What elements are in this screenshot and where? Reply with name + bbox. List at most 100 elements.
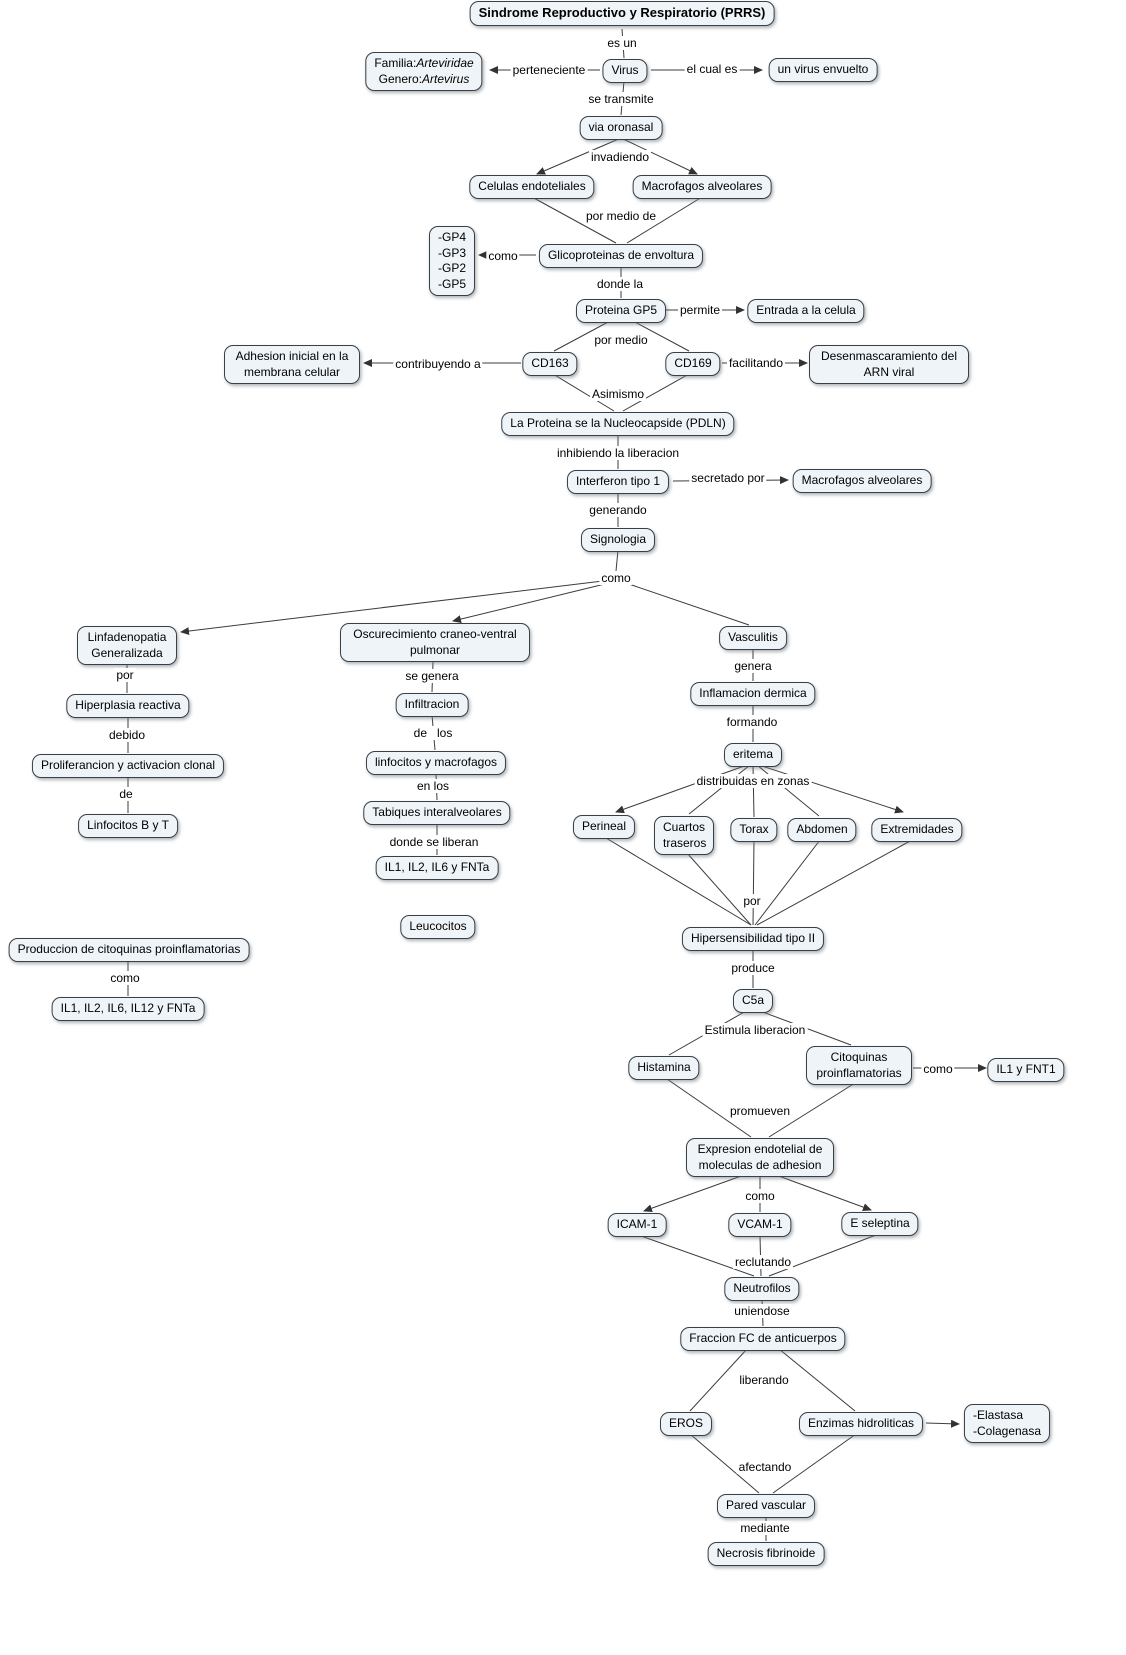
node-elastasa-colagenasa[interactable]: -Elastasa -Colagenasa — [963, 1404, 1051, 1444]
node-tabiques[interactable]: Tabiques interalveolares — [363, 801, 511, 825]
node-vcam1[interactable]: VCAM-1 — [728, 1213, 792, 1237]
node-necrosis[interactable]: Necrosis fibrinoide — [707, 1542, 825, 1566]
node-celulas-endoteliales[interactable]: Celulas endoteliales — [469, 175, 595, 199]
edge-label-se-transmite: se transmite — [586, 92, 656, 106]
node-desenmascaramiento[interactable]: Desenmascaramiento del ARN viral — [809, 345, 969, 385]
node-leucocitos[interactable]: Leucocitos — [400, 915, 476, 939]
node-proteina-gp5[interactable]: Proteina GP5 — [575, 299, 667, 323]
edge-label-de-los: de los — [411, 726, 455, 740]
node-linfocitos-macrofagos[interactable]: linfocitos y macrofagos — [365, 751, 507, 775]
node-produccion-citoquinas[interactable]: Produccion de citoquinas proinflamatoria… — [8, 938, 250, 962]
edge-label-el-cual-es: el cual es — [684, 62, 740, 76]
edge-fraccion-enzimas — [778, 1348, 856, 1412]
node-signologia[interactable]: Signologia — [580, 528, 656, 552]
edge-label-produce: produce — [729, 961, 777, 975]
node-pdln[interactable]: La Proteina se la Nucleocapside (PDLN) — [501, 412, 735, 436]
node-il1-fnt1[interactable]: IL1 y FNT1 — [987, 1058, 1065, 1082]
node-title-prrs[interactable]: Sindrome Reproductivo y Respiratorio (PR… — [469, 1, 775, 26]
node-perineal[interactable]: Perineal — [572, 815, 636, 839]
node-glicoproteinas-list[interactable]: -GP4 -GP3 -GP2 -GP5 — [428, 226, 476, 297]
edge-label-por-linf: por — [114, 668, 136, 682]
node-hipersensibilidad[interactable]: Hipersensibilidad tipo II — [681, 927, 825, 951]
edge-label-como-signos: como — [599, 571, 633, 585]
node-e-seleptina[interactable]: E seleptina — [841, 1212, 919, 1236]
edge-eritema-cuartos — [688, 764, 751, 815]
edge-expresion-eseleptina — [775, 1174, 872, 1211]
node-oscurecimiento[interactable]: Oscurecimiento craneo-ventral pulmonar — [340, 623, 530, 663]
node-infiltracion[interactable]: Infiltracion — [395, 693, 469, 717]
node-hiperplasia[interactable]: Hiperplasia reactiva — [66, 694, 190, 718]
node-linfadenopatia[interactable]: Linfadenopatia Generalizada — [77, 626, 177, 666]
node-inflamacion-dermica[interactable]: Inflamacion dermica — [690, 682, 816, 706]
node-pared-vascular[interactable]: Pared vascular — [716, 1494, 816, 1518]
edge-label-debido: debido — [106, 728, 148, 742]
edge-label-generando: generando — [587, 503, 649, 517]
node-fraccion-fc[interactable]: Fraccion FC de anticuerpos — [680, 1327, 846, 1351]
node-entrada-celula[interactable]: Entrada a la celula — [747, 299, 865, 323]
node-via-oronasal[interactable]: via oronasal — [579, 116, 663, 140]
node-interferon[interactable]: Interferon tipo 1 — [566, 470, 670, 494]
node-enzimas-hidroliticas[interactable]: Enzimas hidroliticas — [798, 1412, 924, 1436]
edge-celulas-glico — [531, 196, 617, 244]
edge-como-vasculitis — [622, 581, 750, 626]
edge-como-linfadenopatia — [180, 579, 612, 636]
node-proliferacion[interactable]: Proliferancion y activacion clonal — [31, 754, 225, 778]
edge-eritema-abdomen — [756, 764, 820, 817]
edge-label-facilitando: facilitando — [726, 356, 786, 370]
node-eros[interactable]: EROS — [659, 1412, 713, 1436]
edge-eros-pared — [689, 1433, 760, 1494]
node-expresion-endotelial[interactable]: Expresion endotelial de moleculas de adh… — [686, 1138, 834, 1178]
node-linfocitos-bt[interactable]: Linfocitos B y T — [78, 814, 178, 838]
node-macrofagos-alveolares-1[interactable]: Macrofagos alveolares — [632, 175, 772, 199]
genero-prefix: Genero: — [378, 71, 422, 86]
edge-label-estimula: Estimula liberacion — [702, 1023, 808, 1037]
edge-cd163-pdln — [552, 373, 615, 412]
node-familia-genero[interactable]: Familia:Arteviridae Genero:Artevirus — [365, 52, 483, 92]
edge-perineal-hipersensibilidad — [605, 837, 752, 926]
edge-label-genera: genera — [732, 659, 774, 673]
node-abdomen[interactable]: Abdomen — [787, 818, 857, 842]
node-glicoproteinas[interactable]: Glicoproteinas de envoltura — [538, 244, 704, 268]
edge-gp5-cd169 — [632, 320, 690, 352]
edge-enzimas-pared — [772, 1433, 857, 1494]
node-c5a[interactable]: C5a — [732, 989, 774, 1013]
node-adhesion-inicial[interactable]: Adhesion inicial en la membrana celular — [224, 345, 360, 385]
node-cd169[interactable]: CD169 — [665, 352, 721, 376]
edge-eritema-extremidades — [758, 764, 904, 814]
edge-label-en-los: en los — [414, 779, 452, 793]
edge-label-promueven: promueven — [727, 1104, 793, 1118]
edge-fraccion-eros — [689, 1348, 748, 1412]
edge-gp5-cd163 — [553, 320, 611, 352]
node-vasculitis[interactable]: Vasculitis — [719, 626, 787, 650]
node-cd163[interactable]: CD163 — [522, 352, 578, 376]
edge-label-inhibiendo: inhibiendo la liberacion — [554, 446, 682, 460]
node-neutrofilos[interactable]: Neutrofilos — [724, 1277, 800, 1301]
edge-label-por-medio: por medio — [592, 333, 650, 347]
node-virus-envuelto[interactable]: un virus envuelto — [768, 58, 878, 82]
edge-label-como-adhesion: como — [743, 1189, 777, 1203]
edge-como-oscurecimiento — [452, 581, 614, 623]
edge-label-es-un: es un — [605, 36, 639, 50]
edge-label-distribuidas: distribuidas en zonas — [694, 774, 812, 788]
node-extremidades[interactable]: Extremidades — [871, 818, 963, 842]
node-il-fnta[interactable]: IL1, IL2, IL6 y FNTa — [375, 856, 499, 880]
node-virus[interactable]: Virus — [602, 59, 648, 83]
edge-signologia-como — [615, 549, 619, 572]
node-eritema[interactable]: eritema — [723, 743, 783, 767]
edge-label-como-gp: como — [486, 249, 520, 263]
node-cuartos-traseros[interactable]: Cuartos traseros — [654, 816, 714, 856]
edge-label-asimismo: Asimismo — [589, 387, 647, 401]
edge-oronasal-celulas — [536, 137, 622, 175]
node-macrofagos-alveolares-2[interactable]: Macrofagos alveolares — [792, 469, 932, 493]
edge-macrofagos-glico — [626, 196, 703, 244]
node-icam1[interactable]: ICAM-1 — [607, 1213, 667, 1237]
edge-label-donde-se-liberan: donde se liberan — [387, 835, 481, 849]
node-citoquinas-proinflamatorias[interactable]: Citoquinas proinflamatorias — [806, 1046, 912, 1086]
edge-label-de-linf: de — [117, 787, 135, 801]
node-il12-fnta[interactable]: IL1, IL2, IL6, IL12 y FNTa — [51, 997, 205, 1021]
edge-label-uniendose: uniendose — [732, 1304, 792, 1318]
node-histamina[interactable]: Histamina — [628, 1056, 700, 1080]
node-torax[interactable]: Torax — [730, 818, 778, 842]
